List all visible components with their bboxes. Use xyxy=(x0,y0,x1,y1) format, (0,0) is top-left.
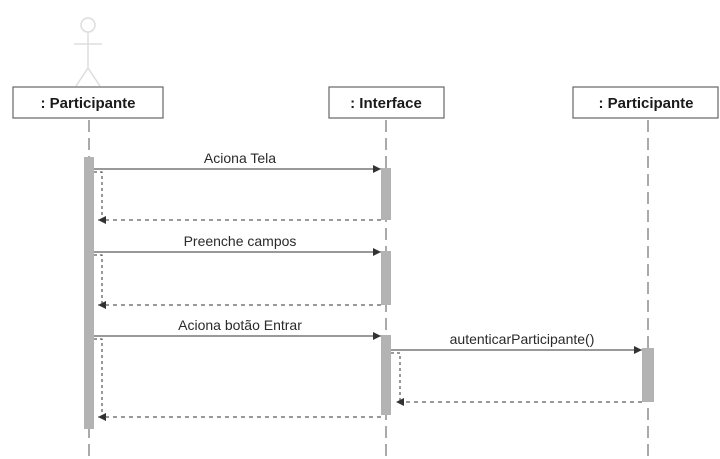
message-call: Aciona botão Entrar xyxy=(94,317,381,340)
message-label: Aciona botão Entrar xyxy=(178,317,302,333)
self-return-line xyxy=(391,352,401,402)
participant-label: : Participante xyxy=(40,95,135,112)
message-call: Preenche campos xyxy=(94,233,381,256)
self-return-line xyxy=(94,254,103,305)
message-label: Preenche campos xyxy=(184,233,297,249)
message-label: autenticarParticipante() xyxy=(450,331,595,347)
activation-bar xyxy=(84,157,94,429)
message-call: Aciona Tela xyxy=(94,150,381,173)
participant-label: : Interface xyxy=(350,95,422,112)
message-label: Aciona Tela xyxy=(204,150,276,166)
participant-box-1: : Participante xyxy=(12,86,164,119)
activation-bar xyxy=(381,168,391,220)
self-return-line xyxy=(94,171,103,220)
activation-bar xyxy=(381,335,391,415)
self-return-line xyxy=(94,338,103,417)
actor-figure-icon xyxy=(74,17,102,87)
participant-box-3: : Participante xyxy=(572,86,719,119)
participant-box-2: : Interface xyxy=(328,86,445,119)
participant-label: : Participante xyxy=(598,95,693,112)
message-call: autenticarParticipante() xyxy=(391,331,642,354)
activation-bar xyxy=(381,251,391,305)
activation-bar xyxy=(642,348,654,402)
